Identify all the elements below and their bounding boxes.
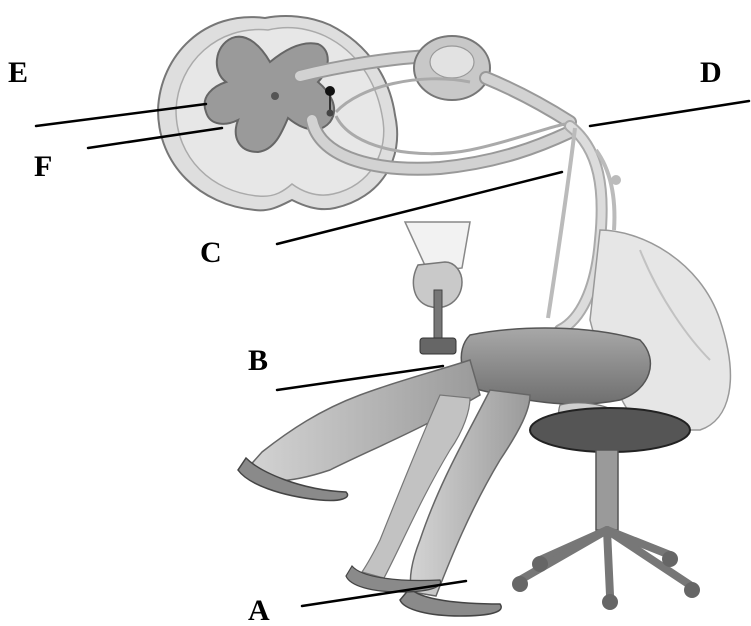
examiner-arm: [405, 222, 470, 354]
label-b: B: [248, 346, 268, 376]
label-e: E: [8, 58, 28, 88]
label-c: C: [200, 238, 222, 268]
label-a: A: [248, 596, 270, 626]
label-d: D: [700, 58, 722, 88]
spinal-cord-section: [158, 16, 397, 210]
leader-line-d: [590, 101, 749, 126]
label-f: F: [34, 152, 52, 182]
office-stool: [512, 408, 700, 610]
